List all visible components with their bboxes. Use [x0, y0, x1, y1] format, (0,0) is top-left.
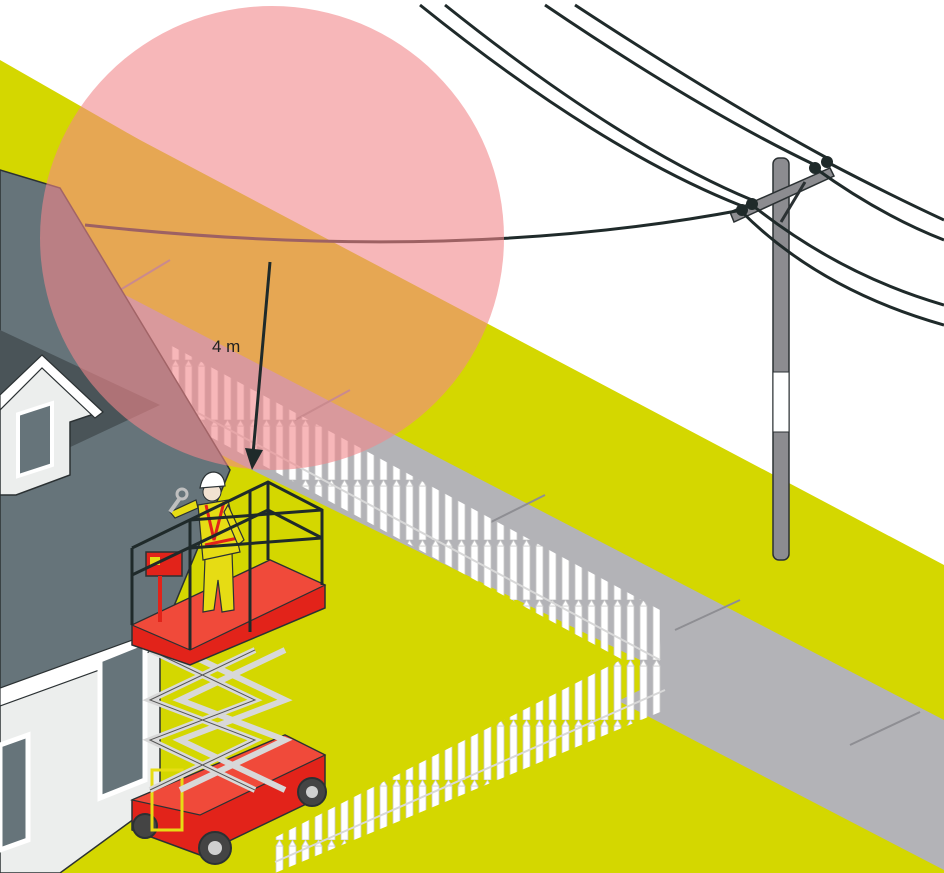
clearance-dimension: 4 m	[212, 261, 272, 470]
scissor-arms-outline	[148, 649, 257, 791]
hard-hat-icon	[199, 471, 226, 489]
house-window-2	[0, 731, 31, 853]
worker-icon	[168, 471, 245, 613]
worker-legs	[202, 551, 235, 613]
lift-ladder	[150, 768, 184, 832]
overhead-line-2	[444, 3, 753, 202]
dormer-window	[16, 400, 54, 479]
overhead-line-5	[740, 210, 944, 327]
overhead-line-7	[814, 166, 944, 242]
overhead-line-4	[574, 3, 828, 160]
overhead-line-1	[419, 3, 743, 208]
platform-guardrail	[130, 480, 324, 650]
clearance-zone-circle	[40, 6, 504, 470]
house-window-1	[97, 638, 148, 802]
overhead-line-3	[544, 3, 816, 167]
clearance-distance-label: 4 m	[212, 337, 240, 356]
pole-reflective-band	[772, 371, 790, 433]
fence-front-run	[270, 640, 665, 873]
arrow-head	[245, 448, 263, 470]
pole-shaft	[772, 157, 790, 561]
overhead-line-6	[751, 203, 944, 307]
safety-harness	[204, 501, 239, 547]
wrench-icon	[168, 487, 189, 514]
dormer-roof	[0, 354, 104, 419]
arrow-down-icon	[251, 261, 272, 455]
overhead-line-8	[826, 160, 944, 222]
